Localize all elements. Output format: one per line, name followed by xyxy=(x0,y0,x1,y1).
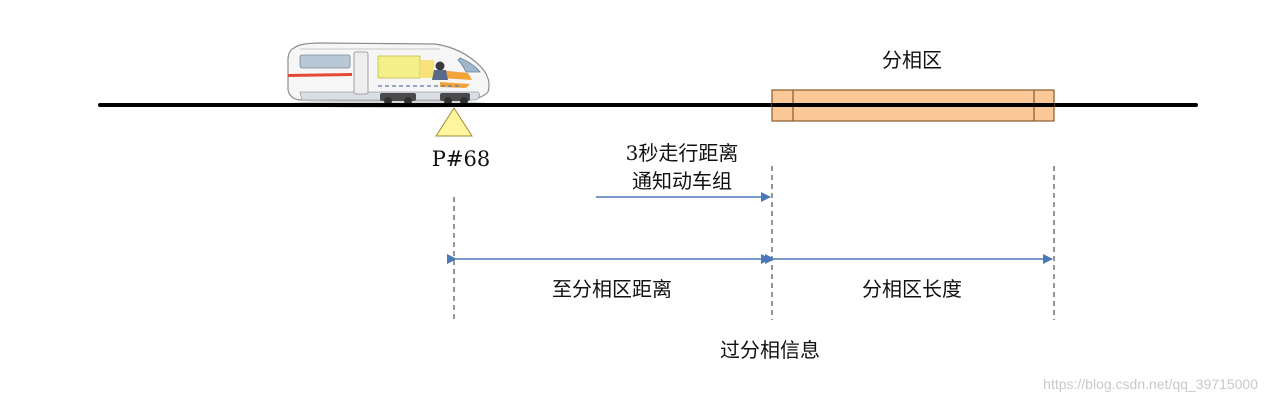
marker-triangle xyxy=(435,107,473,137)
train-illustration xyxy=(287,42,490,108)
marker-label: P#68 xyxy=(432,147,490,171)
distance-label: 至分相区距离 xyxy=(552,277,672,301)
notice-line2: 通知动车组 xyxy=(632,169,732,193)
dashed-guides xyxy=(453,166,1055,320)
notice-line1: 3秒走行距离 xyxy=(626,141,739,165)
watermark: https://blog.csdn.net/qq_39715000 xyxy=(1043,376,1258,392)
section-title: 分相区 xyxy=(882,48,942,72)
length-label: 分相区长度 xyxy=(862,277,962,301)
phase-separation-section xyxy=(771,89,1055,122)
passing-info-label: 过分相信息 xyxy=(720,338,820,362)
